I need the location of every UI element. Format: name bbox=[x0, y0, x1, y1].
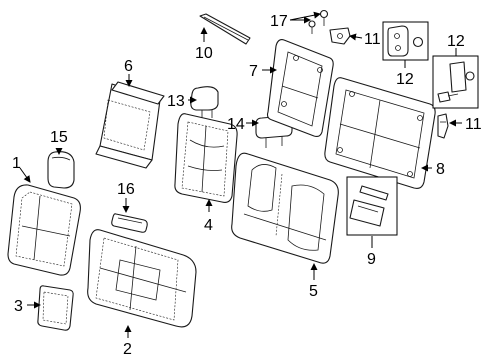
callout-4: 4 bbox=[204, 217, 213, 234]
part-5-seat-back-assembly bbox=[231, 152, 339, 264]
callout-3: 3 bbox=[14, 298, 23, 315]
callout-8: 8 bbox=[436, 161, 445, 178]
callout-16: 16 bbox=[117, 181, 135, 198]
callout-11-upper: 11 bbox=[364, 31, 381, 48]
callout-14: 14 bbox=[227, 116, 245, 133]
callout-labels: 1 2 3 4 5 6 7 8 9 10 11 11 12 12 13 14 1… bbox=[12, 13, 482, 358]
leader-lines bbox=[19, 11, 462, 338]
callout-13: 13 bbox=[167, 93, 185, 110]
part-12-boxed-latch-upper bbox=[382, 21, 429, 61]
part-13-head-restraint bbox=[190, 86, 219, 118]
part-10-trim-strip bbox=[199, 13, 251, 45]
part-6-back-pad bbox=[95, 81, 165, 169]
callout-2: 2 bbox=[123, 341, 132, 358]
callout-6: 6 bbox=[124, 58, 133, 75]
callout-15: 15 bbox=[50, 129, 68, 146]
part-1-seat-back-cushion bbox=[7, 184, 81, 276]
callout-1: 1 bbox=[12, 155, 21, 172]
part-11-bracket-upper bbox=[329, 27, 351, 45]
callout-17: 17 bbox=[270, 13, 288, 30]
callout-11-right: 11 bbox=[465, 116, 482, 133]
callout-9: 9 bbox=[367, 251, 376, 268]
part-15-head-restraint bbox=[47, 151, 75, 189]
part-12-boxed-latch-right bbox=[432, 55, 479, 109]
part-11-latch-right bbox=[437, 113, 449, 139]
callout-12-right: 12 bbox=[447, 33, 465, 50]
callout-5: 5 bbox=[309, 283, 318, 300]
part-9-boxed-panel bbox=[346, 176, 398, 236]
part-4-center-seat-back bbox=[174, 113, 238, 203]
part-16-armrest bbox=[111, 213, 148, 233]
callout-7: 7 bbox=[249, 63, 258, 80]
part-2-seat-cushion bbox=[87, 229, 197, 328]
part-8-seat-back-frame-right bbox=[324, 77, 436, 189]
part-7-seat-back-frame-left bbox=[266, 39, 334, 138]
callout-10: 10 bbox=[195, 45, 213, 62]
part-3-cushion-pad bbox=[37, 285, 74, 331]
callout-12-upper: 12 bbox=[396, 71, 414, 88]
